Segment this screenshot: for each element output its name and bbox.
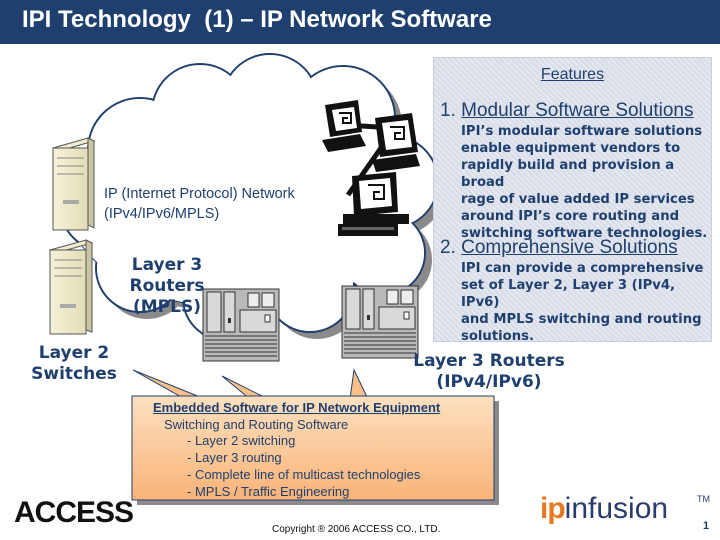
- callout-item: - Layer 2 switching: [187, 433, 296, 448]
- feature-body-line: solutions.: [461, 329, 534, 344]
- feature-number: 2.: [440, 237, 456, 258]
- layer2-switches-label: Layer 2 Switches: [18, 343, 130, 385]
- network-label: IP (Internet Protocol) Network (IPv4/IPv…: [104, 184, 295, 224]
- layer3-mpls-label: Layer 3 Routers (MPLS): [112, 255, 222, 318]
- workstation-icon: [338, 172, 409, 236]
- feature-body-line: IPI can provide a comprehensive: [461, 261, 704, 276]
- label-line: (MPLS): [133, 297, 201, 317]
- features-panel: Features 1. Modular Software Solutions I…: [433, 57, 712, 345]
- copyright-text: Copyright ® 2006 ACCESS CO., LTD.: [272, 524, 441, 535]
- feature-body-line: switching software technologies.: [461, 226, 708, 241]
- ipinfusion-logo: ipinfusion TM: [540, 492, 710, 526]
- feature-body-modular: IPI’s modular software solutions enable …: [461, 123, 711, 242]
- network-label-line: (IPv4/IPv6/MPLS): [104, 206, 220, 222]
- page-number: 1: [703, 520, 710, 532]
- callout-item: - MPLS / Traffic Engineering: [187, 484, 350, 499]
- feature-title-text: Modular Software Solutions: [461, 100, 694, 121]
- slide-title: IPI Technology (1) – IP Network Software: [22, 6, 492, 33]
- feature-title-modular: 1. Modular Software Solutions: [440, 100, 693, 122]
- feature-body-line: set of Layer 2, Layer 3 (IPv4, IPv6): [461, 278, 676, 310]
- feature-body-line: enable equipment vendors to: [461, 141, 681, 156]
- feature-body-line: and MPLS switching and routing: [461, 312, 702, 327]
- feature-body-comprehensive: IPI can provide a comprehensive set of L…: [461, 260, 711, 345]
- brand-infusion: infusion: [564, 492, 669, 525]
- feature-title-text: Comprehensive Solutions: [461, 237, 678, 258]
- features-heading: Features: [540, 66, 605, 83]
- label-line: Layer 3: [131, 255, 203, 275]
- layer3-ipv-label: Layer 3 Routers (IPv4/IPv6): [408, 351, 570, 393]
- callout-subtitle: Switching and Routing Software: [164, 417, 349, 432]
- feature-title-comprehensive: 2. Comprehensive Solutions: [440, 237, 678, 259]
- feature-body-line: IPI’s modular software solutions: [461, 124, 703, 139]
- callout-title: Embedded Software for IP Network Equipme…: [153, 400, 441, 415]
- title-bar: IPI Technology (1) – IP Network Software: [0, 0, 720, 44]
- label-line: Layer 2: [38, 343, 110, 363]
- router-chassis-icon: [202, 288, 280, 362]
- workstation-icon: [322, 100, 366, 152]
- server-tower-icon: [51, 137, 96, 231]
- callout-text: Embedded Software for IP Network Equipme…: [133, 396, 493, 500]
- feature-body-line: around IPI’s core routing and: [461, 209, 680, 224]
- server-tower-icon: [48, 239, 94, 335]
- workstation-icon: [372, 113, 420, 172]
- callout-box: [131, 395, 495, 501]
- brand-ip: ip: [540, 492, 566, 525]
- callout-item: - Complete line of multicast technologie…: [187, 467, 421, 482]
- label-line: Layer 3 Routers: [413, 351, 565, 371]
- label-line: Switches: [31, 364, 117, 384]
- callout-pointers: [132, 368, 369, 400]
- feature-body-line: rage of value added IP services: [461, 192, 695, 207]
- brand-tm: TM: [697, 494, 710, 504]
- network-label-line: IP (Internet Protocol) Network: [104, 186, 295, 202]
- label-line: Routers: [129, 276, 205, 296]
- label-line: (IPv4/IPv6): [436, 372, 542, 392]
- callout-item: - Layer 3 routing: [187, 450, 282, 465]
- router-chassis-icon: [341, 285, 419, 359]
- feature-number: 1.: [440, 100, 456, 121]
- feature-body-line: rapidly build and provision a broad: [461, 158, 675, 190]
- access-logo: ACCESS: [14, 496, 134, 529]
